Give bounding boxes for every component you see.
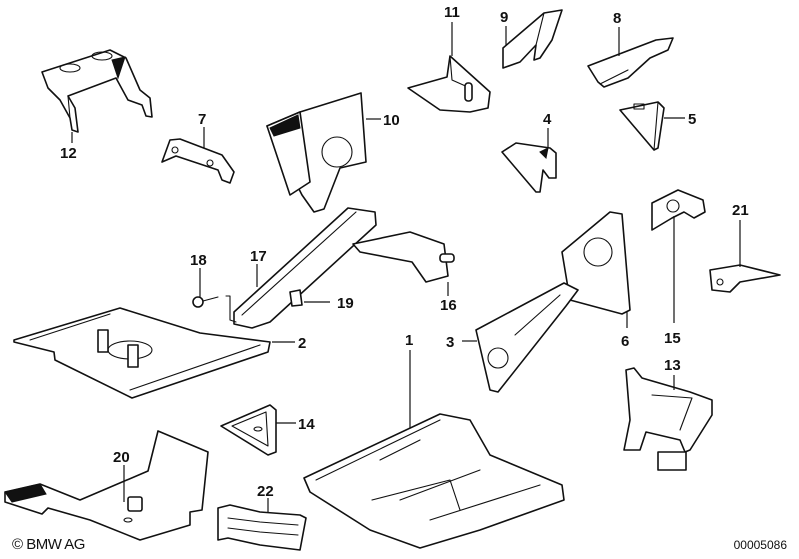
part-14-triangle[interactable] [220, 404, 277, 456]
part-4-bracket[interactable] [501, 142, 557, 193]
callout-14[interactable]: 14 [298, 416, 315, 433]
part-20-angle-plate[interactable] [4, 430, 209, 541]
part-1-floor-pan[interactable] [303, 413, 565, 549]
part-8-bracket[interactable] [587, 37, 674, 88]
callout-1[interactable]: 1 [405, 332, 413, 349]
part-16-bracket-pin[interactable] [352, 231, 455, 283]
callout-8[interactable]: 8 [613, 10, 621, 27]
part-18-screw[interactable] [192, 295, 237, 323]
callout-16[interactable]: 16 [440, 297, 457, 314]
part-12-mount[interactable] [623, 367, 713, 471]
part-15-bracket[interactable] [651, 189, 706, 231]
part-9-bracket[interactable] [502, 9, 563, 69]
callout-11[interactable]: 11 [444, 4, 460, 21]
callout-5[interactable]: 5 [688, 111, 696, 128]
callout-2[interactable]: 2 [298, 335, 306, 352]
callout-7[interactable]: 7 [198, 111, 206, 128]
part-17-rail[interactable] [233, 207, 377, 329]
diagram-number: 00005086 [733, 538, 787, 552]
callout-17[interactable]: 17 [250, 248, 267, 265]
callout-18[interactable]: 18 [190, 252, 207, 269]
callout-10[interactable]: 10 [383, 112, 400, 129]
part-11-bracket-pin[interactable] [407, 55, 491, 113]
part-7-holder[interactable] [161, 138, 235, 184]
part-22-clamp[interactable] [217, 504, 307, 551]
callout-13[interactable]: 12 [60, 145, 77, 162]
part-5-bracket[interactable] [619, 101, 665, 151]
callout-19[interactable]: 19 [337, 295, 354, 312]
part-3-bracket[interactable] [475, 282, 579, 393]
part-13-u-bracket[interactable] [41, 49, 153, 133]
copyright-label: © BMW AG [12, 536, 85, 553]
callout-22[interactable]: 22 [257, 483, 274, 500]
callout-3[interactable]: 3 [446, 334, 454, 351]
part-19-clip-nut[interactable] [289, 289, 303, 307]
callout-21[interactable]: 21 [732, 202, 749, 219]
callout-6[interactable]: 6 [621, 333, 629, 350]
part-21-bracket[interactable] [709, 264, 781, 293]
callout-12[interactable]: 13 [664, 357, 681, 374]
callout-15[interactable]: 15 [664, 330, 681, 347]
callout-4[interactable]: 4 [543, 111, 552, 128]
part-10-panel[interactable] [266, 92, 367, 213]
callout-20[interactable]: 20 [113, 449, 130, 466]
part-2-floor-plate[interactable] [13, 307, 271, 399]
callout-9[interactable]: 9 [500, 9, 508, 26]
